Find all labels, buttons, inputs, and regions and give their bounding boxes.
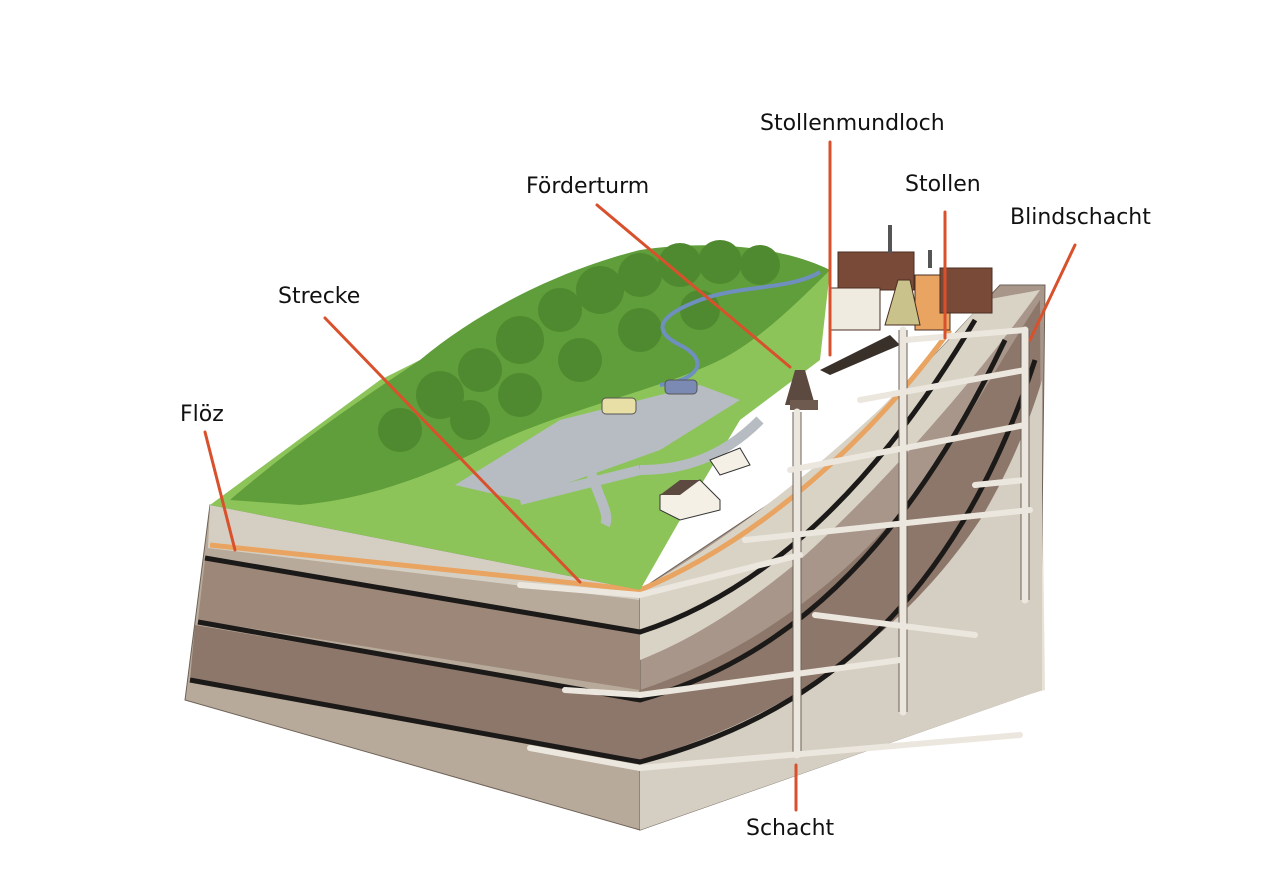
front-band-dark-2	[190, 625, 640, 760]
houses	[659, 447, 751, 521]
bus-1	[601, 397, 637, 415]
coal-seam-2	[197, 338, 1008, 703]
leader-blindschacht	[1028, 243, 1077, 342]
label-floez: Flöz	[180, 402, 224, 427]
label-stollen: Stollen	[905, 172, 981, 197]
label-strecke: Strecke	[278, 284, 361, 309]
trees	[378, 240, 780, 452]
galleries	[517, 327, 1033, 771]
industrial-buildings	[829, 225, 993, 331]
river	[659, 270, 822, 387]
label-foerderturm: Förderturm	[526, 174, 650, 199]
label-stollenmundloch: Stollenmundloch	[760, 111, 945, 136]
stollen-mouth	[820, 335, 900, 375]
label-blindschacht: Blindschacht	[1010, 205, 1151, 230]
orange-layer	[209, 328, 953, 593]
label-schacht: Schacht	[746, 816, 835, 841]
leader-floez	[203, 430, 237, 552]
front-band-dark-1	[198, 560, 640, 690]
bus-2	[664, 379, 698, 395]
parking-area	[455, 385, 740, 500]
right-band-light	[640, 380, 1042, 830]
leader-foerderturm	[595, 203, 792, 369]
headframe-icon	[785, 370, 818, 410]
leader-strecke	[323, 316, 582, 584]
road	[518, 416, 764, 528]
coal-seam-3	[189, 359, 1038, 765]
leader-lines	[203, 140, 1077, 812]
